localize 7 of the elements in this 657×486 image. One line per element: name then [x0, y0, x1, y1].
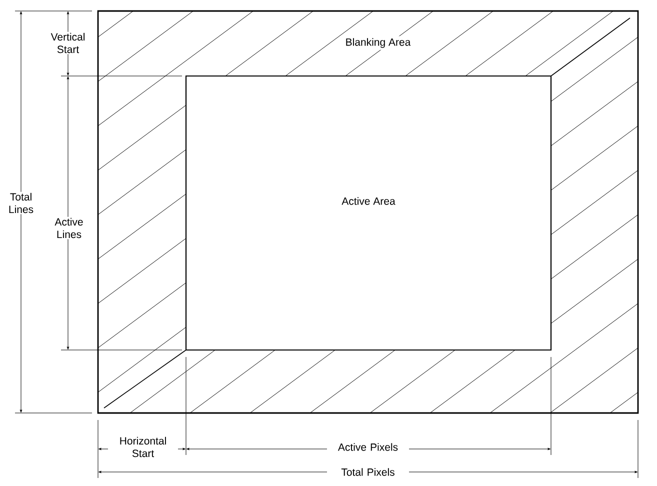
active-area-box: Active Area	[185, 75, 552, 351]
dimension-label: Horizontal Start	[108, 436, 178, 458]
dimension-label: Vertical Start	[43, 32, 93, 54]
dimension-label: Total Pixels	[327, 467, 409, 477]
dimension-label: Total Lines	[3, 192, 39, 214]
dimension-label: Active Pixels	[327, 442, 409, 452]
dimension-label: Active Lines	[49, 216, 89, 240]
